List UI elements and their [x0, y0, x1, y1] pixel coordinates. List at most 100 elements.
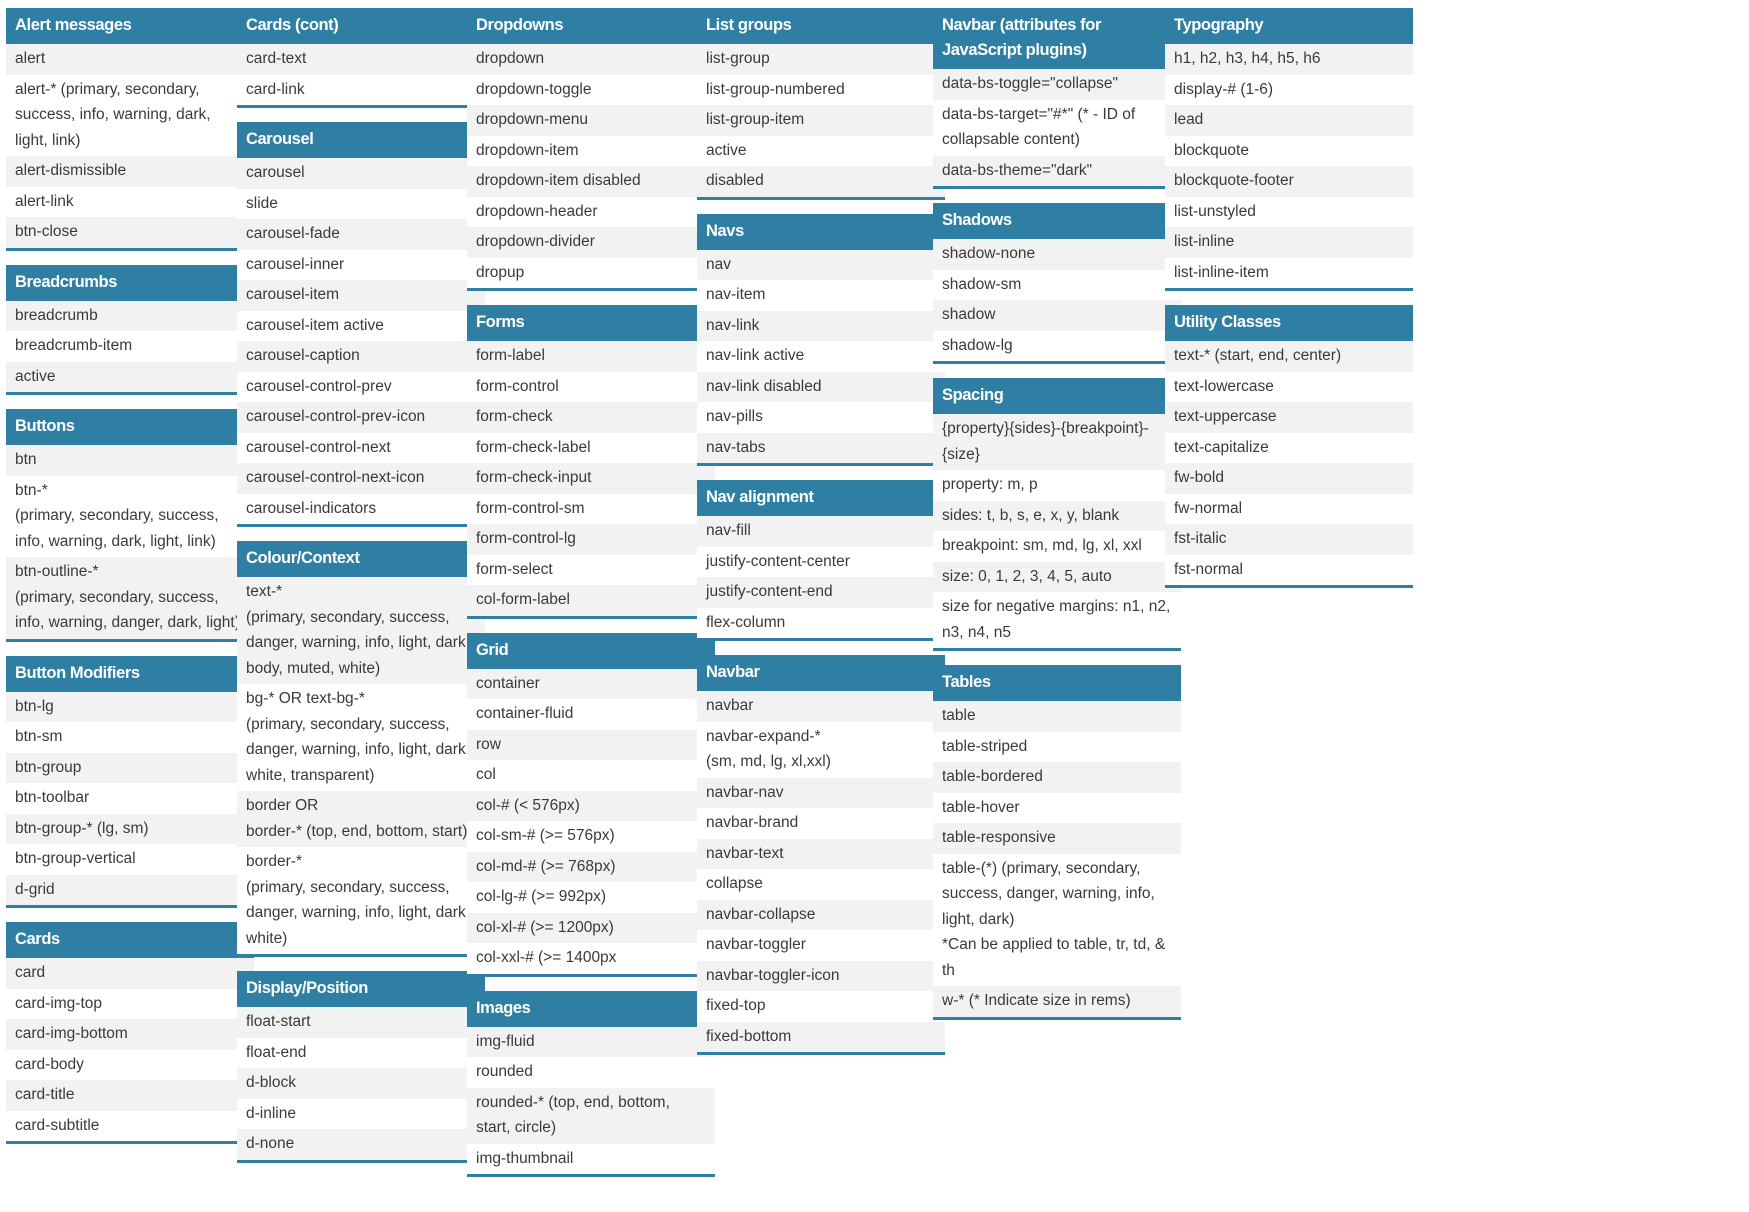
list-item: d-inline: [237, 1098, 485, 1129]
list-item: list-group-item: [697, 105, 945, 136]
section-card: Spacing{property}{sides}-{breakpoint}-{s…: [933, 378, 1181, 651]
list-item: form-check-input: [467, 463, 715, 494]
list-item: dropdown-menu: [467, 105, 715, 136]
list-item: form-check: [467, 402, 715, 433]
list-item: navbar-toggler-icon: [697, 960, 945, 991]
section-title: Carousel: [237, 122, 485, 158]
list-item: dropdown-header: [467, 196, 715, 227]
list-item: img-fluid: [467, 1026, 715, 1057]
list-item: fw-normal: [1165, 493, 1413, 524]
section-title: List groups: [697, 8, 945, 44]
list-item: table-striped: [933, 731, 1181, 762]
list-item: active: [6, 361, 254, 392]
list-item: container: [467, 668, 715, 699]
list-item: justify-content-end: [697, 577, 945, 608]
list-item: col-sm-# (>= 576px): [467, 821, 715, 852]
list-item: text-capitalize: [1165, 432, 1413, 463]
list-item: form-control-sm: [467, 493, 715, 524]
list-item: navbar-collapse: [697, 899, 945, 930]
list-item: active: [697, 135, 945, 166]
list-item: bg-* OR text-bg-*(primary, secondary, su…: [237, 684, 485, 791]
list-item: text-lowercase: [1165, 371, 1413, 402]
list-item: btn: [6, 445, 254, 476]
list-item: h1, h2, h3, h4, h5, h6: [1165, 44, 1413, 75]
list-item: nav-link active: [697, 341, 945, 372]
list-item: shadow-lg: [933, 330, 1181, 361]
list-item: disabled: [697, 166, 945, 197]
list-item: data-bs-theme="dark": [933, 155, 1181, 186]
list-item: form-control: [467, 371, 715, 402]
list-item: carousel-caption: [237, 341, 485, 372]
list-item: alert-link: [6, 186, 254, 217]
column-5: Navbar (attributes for JavaScript plugin…: [933, 8, 1181, 1034]
list-item: slide: [237, 188, 485, 219]
list-item: dropdown: [467, 44, 715, 75]
list-item: card-link: [237, 74, 485, 105]
list-item: list-unstyled: [1165, 196, 1413, 227]
list-item: data-bs-target="#*" (* - ID of collapsab…: [933, 99, 1181, 156]
list-item: navbar-nav: [697, 777, 945, 808]
list-item: {property}{sides}-{breakpoint}-{size}: [933, 414, 1181, 470]
list-item: carousel-control-next-icon: [237, 463, 485, 494]
list-item: nav-link: [697, 310, 945, 341]
list-item: size: 0, 1, 2, 3, 4, 5, auto: [933, 561, 1181, 592]
list-item: carousel: [237, 158, 485, 189]
section-title: Grid: [467, 632, 715, 669]
section-title: Nav alignment: [697, 480, 945, 516]
section-title: Shadows: [933, 203, 1181, 239]
list-item: lead: [1165, 105, 1413, 136]
section-title: Breadcrumbs: [6, 264, 254, 301]
list-item: col-xxl-# (>= 1400px: [467, 943, 715, 974]
list-item: display-# (1-6): [1165, 74, 1413, 105]
list-item: text-* (start, end, center): [1165, 341, 1413, 372]
list-item: rounded: [467, 1057, 715, 1088]
section-title: Navbar: [697, 655, 945, 691]
section-title: Forms: [467, 305, 715, 341]
list-item: shadow-sm: [933, 269, 1181, 300]
list-item: nav: [697, 249, 945, 280]
list-item: collapse: [697, 869, 945, 900]
list-item: breadcrumb: [6, 300, 254, 331]
list-item: carousel-item: [237, 280, 485, 311]
list-item: fst-normal: [1165, 554, 1413, 585]
section-title: Colour/Context: [237, 541, 485, 577]
section-title: Buttons: [6, 409, 254, 445]
list-item: table-(*) (primary, secondary, success, …: [933, 853, 1181, 986]
list-item: carousel-control-next: [237, 432, 485, 463]
section-title: Alert messages: [6, 8, 254, 44]
section-title: Navbar (attributes for JavaScript plugin…: [933, 8, 1181, 69]
list-item: card-subtitle: [6, 1110, 254, 1141]
list-item: shadow-none: [933, 239, 1181, 270]
list-item: rounded-* (top, end, bottom, start, circ…: [467, 1087, 715, 1144]
list-item: dropup: [467, 257, 715, 288]
list-item: table-bordered: [933, 762, 1181, 793]
section-title: Images: [467, 990, 715, 1027]
list-item: list-inline: [1165, 227, 1413, 258]
list-item: justify-content-center: [697, 546, 945, 577]
list-item: col-form-label: [467, 585, 715, 616]
section-title: Tables: [933, 665, 1181, 701]
list-item: alert-* (primary, secondary, success, in…: [6, 74, 254, 156]
list-item: btn-lg: [6, 691, 254, 722]
list-item: alert-dismissible: [6, 156, 254, 187]
list-item: row: [467, 729, 715, 760]
list-item: dropdown-item disabled: [467, 166, 715, 197]
list-item: btn-close: [6, 217, 254, 248]
section-title: Utility Classes: [1165, 305, 1413, 341]
list-item: d-none: [237, 1129, 485, 1160]
list-item: btn-sm: [6, 722, 254, 753]
list-item: nav-tabs: [697, 432, 945, 463]
list-item: col-# (< 576px): [467, 790, 715, 821]
list-item: nav-fill: [697, 516, 945, 547]
